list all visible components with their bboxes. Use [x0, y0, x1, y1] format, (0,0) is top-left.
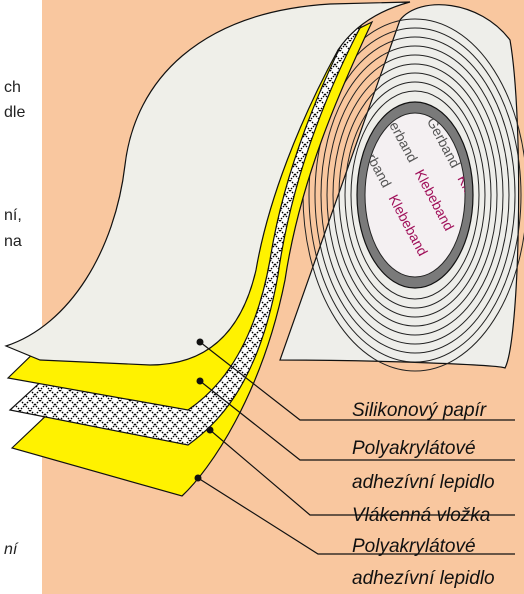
- label-adhesive-upper-line2: adhezívní lepidlo: [352, 472, 495, 494]
- label-adhesive-upper-line1: Polyakrylátové: [352, 438, 476, 460]
- label-fiber-core: Vlákenná vložka: [352, 505, 490, 527]
- label-adhesive-lower-line2: adhezívní lepidlo: [352, 568, 495, 590]
- label-silicone-paper: Silikonový papír: [352, 400, 486, 422]
- label-adhesive-lower-line1: Polyakrylátové: [352, 536, 476, 558]
